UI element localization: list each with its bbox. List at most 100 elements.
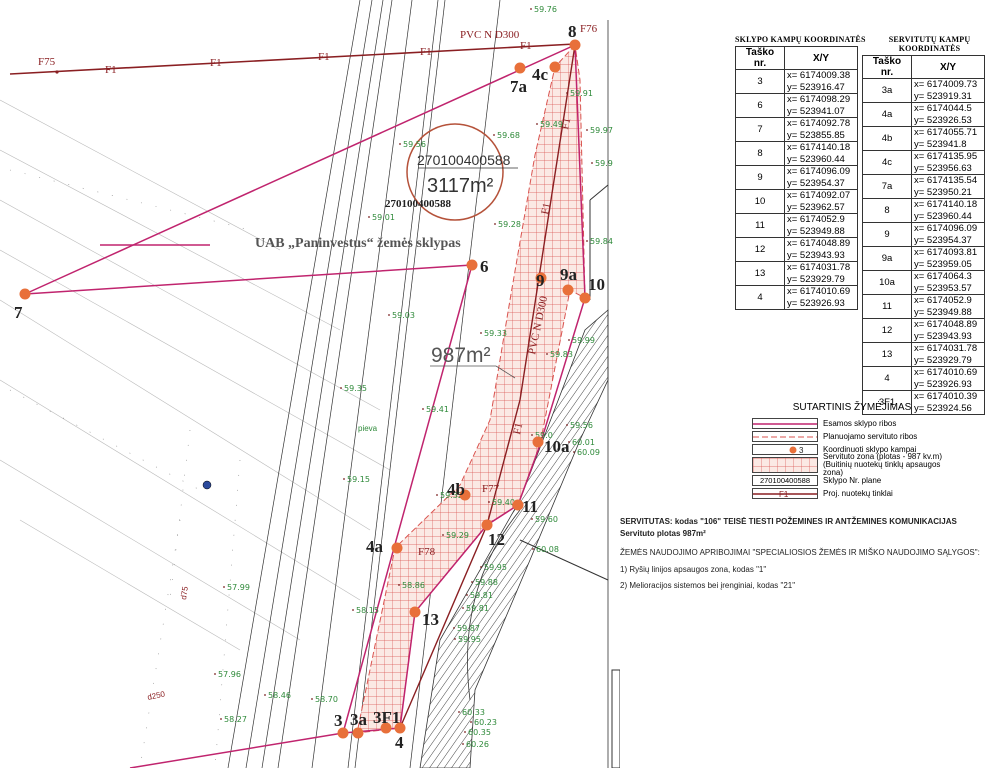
cadastral-map: F1 F1 F1 F1 F1 PVC N D300 F75 F76 F1 F1 …	[0, 0, 620, 768]
col-header-point: Taško nr.	[862, 55, 912, 79]
point-marker	[380, 722, 392, 734]
point-number: 4b	[862, 126, 912, 151]
point-label: 7	[14, 303, 23, 322]
elevation-label: 59.97	[590, 126, 613, 135]
elevation-label: 59.28	[498, 220, 521, 229]
elevation-label: 58.86	[402, 581, 425, 590]
pole-label-f78: F78	[418, 546, 436, 558]
point-number: 3F1	[862, 390, 912, 415]
elevation-label: 59.60	[535, 515, 558, 524]
point-label: 13	[422, 610, 439, 629]
point-label: 7a	[510, 77, 528, 96]
col-header-point: Taško nr.	[735, 46, 785, 70]
cadastral-marker: 270100400588 3117m²	[406, 123, 518, 221]
servitude-table-title: SERVITUTŲ KAMPŲ KOORDINATĖS	[888, 35, 971, 53]
servitude-area-label: 987m²	[431, 344, 491, 367]
legend-item: F1 Proj. nuotekų tinklai	[752, 487, 952, 500]
elevation-label: 59.87	[457, 624, 480, 633]
cadastral-area: 3117m²	[427, 175, 494, 197]
elevation-label: 59.95	[458, 635, 481, 644]
point-number: 8	[862, 198, 912, 223]
elevation-label: 59.0	[535, 431, 553, 440]
point-number: 3	[735, 69, 785, 94]
well-marker	[202, 480, 212, 490]
point-label: 10	[588, 275, 605, 294]
point-number: 4	[862, 366, 912, 391]
point-label: 8	[568, 22, 577, 41]
point-number: 9	[862, 222, 912, 247]
servitude-area-note: Servituto plotas 987m²	[620, 529, 706, 538]
d75-label: d75	[179, 585, 190, 600]
point-marker	[549, 61, 561, 73]
embankment	[419, 20, 620, 768]
pipe-line-top: F1 F1 F1 F1 F1 PVC N D300 F75 F76	[9, 23, 598, 76]
elevation-label: 59.88	[475, 578, 498, 587]
elevation-label: 59.35	[344, 384, 367, 393]
elevation-label: 59.49	[540, 120, 563, 129]
point-number: 4c	[862, 150, 912, 175]
point-marker	[532, 436, 544, 448]
f1-label: F1	[105, 64, 117, 76]
elevation-label: 59.81	[470, 591, 493, 600]
elevation-label: 60.08	[536, 545, 559, 554]
point-label: 4	[395, 733, 404, 752]
point-label: 3F1	[373, 708, 400, 727]
background-lines	[0, 99, 391, 651]
point-marker	[579, 292, 591, 304]
f1-label: F1	[511, 422, 525, 436]
point-label: 4b	[447, 480, 465, 499]
servitude-note: SERVITUTAS: kodas "106" TEISĖ TIESTI POŽ…	[620, 517, 957, 526]
point-number: 9a	[862, 246, 912, 271]
parcel-table-title: SKLYPO KAMPŲ KOORDINATĖS	[735, 35, 866, 44]
elevation-label: 59.32	[440, 491, 463, 500]
point-marker	[466, 259, 478, 271]
elevation-label: 57.96	[218, 670, 241, 679]
elevation-label: 59.56	[403, 140, 426, 149]
legend-item: Esamos sklypo ribos	[752, 417, 952, 430]
f1-label: F1	[559, 117, 573, 131]
elevation-label: 60.09	[577, 448, 600, 457]
d250-label: d250	[147, 689, 167, 702]
point-number: 13	[862, 342, 912, 367]
restriction-1: 1) Ryšių linijos apsaugos zona, kodas "1…	[620, 565, 767, 574]
pipe-label: PVC N D300	[460, 29, 520, 41]
point-number: 3a	[862, 78, 912, 103]
svg-text:3: 3	[799, 446, 804, 454]
point-number: 9	[735, 165, 785, 190]
point-number: 11	[862, 294, 912, 319]
cadastral-number-big: 270100400588	[417, 152, 511, 168]
point-marker	[562, 284, 574, 296]
elevation-label: 59.41	[426, 405, 449, 414]
point-number: 7	[735, 117, 785, 142]
elevation-label: 59.33	[484, 329, 507, 338]
pole-label-f76: F76	[580, 23, 598, 35]
point-marker	[19, 288, 31, 300]
point-number: 6	[735, 93, 785, 118]
point-number: 8	[735, 141, 785, 166]
point-marker	[481, 519, 493, 531]
cadastral-number-small: 270100400588	[385, 198, 452, 210]
elevation-label: 58.70	[315, 695, 338, 704]
point-number: 10a	[862, 270, 912, 295]
servitude-coordinates-table: SERVITUTŲ KAMPŲ KOORDINATĖS Taško nr. X/…	[862, 35, 997, 415]
